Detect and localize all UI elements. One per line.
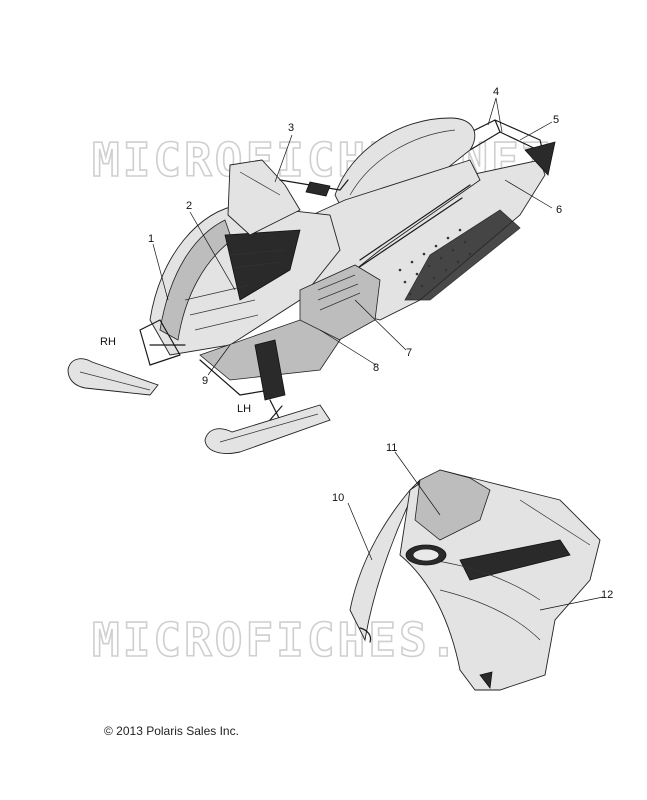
panel-lines <box>429 499 591 641</box>
front-bumper <box>139 319 181 366</box>
seat <box>334 117 476 216</box>
label-right-hand: RH <box>100 336 116 348</box>
callout-7: 7 <box>406 347 412 359</box>
copyright-notice: © 2013 Polaris Sales Inc. <box>104 724 239 738</box>
callout-1: 1 <box>148 233 154 245</box>
hood-panel <box>224 229 301 301</box>
panel-upper <box>414 469 491 541</box>
ski-right <box>67 358 159 396</box>
callout-12: 12 <box>601 589 613 601</box>
callout-3: 3 <box>288 122 294 134</box>
callout-11: 11 <box>386 442 397 454</box>
ski-left <box>204 404 331 454</box>
label-left-hand: LH <box>237 403 251 415</box>
side-panel-illustration <box>349 469 601 691</box>
callout-8: 8 <box>373 362 379 374</box>
hood-lines <box>184 249 286 331</box>
front-suspension <box>149 339 286 421</box>
callout-4: 4 <box>493 86 499 98</box>
hood-stripe-left <box>159 219 233 341</box>
leader-lines <box>152 97 604 611</box>
handlebar <box>279 179 349 191</box>
rear-bumper-decal <box>524 141 556 176</box>
snowmobile-illustration <box>67 117 556 454</box>
tunnel-dots <box>398 228 472 296</box>
callout-5: 5 <box>553 114 559 126</box>
callout-2: 2 <box>186 200 192 212</box>
callout-10: 10 <box>332 492 344 504</box>
windshield <box>227 159 301 236</box>
panel-stripe <box>459 539 571 581</box>
callout-6: 6 <box>556 204 562 216</box>
callout-9: 9 <box>202 375 208 387</box>
